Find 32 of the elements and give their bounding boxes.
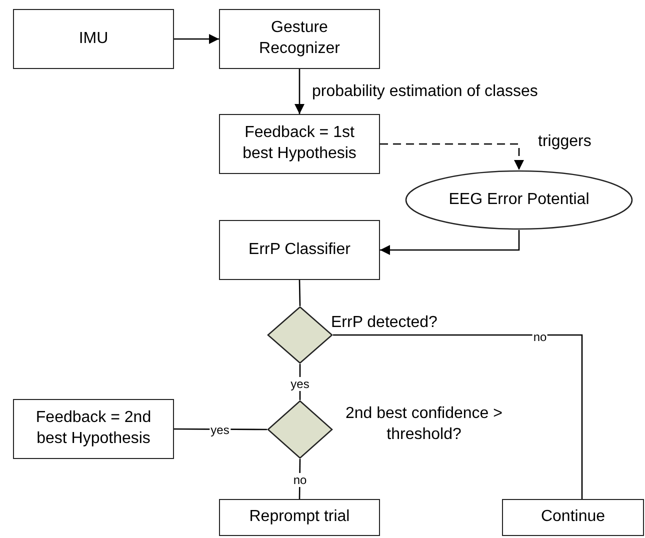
arrow: [380, 230, 520, 255]
process-box: [13, 9, 174, 69]
arrow: [380, 143, 524, 170]
node-label: Feedback = 1st best Hypothesis: [242, 123, 358, 164]
connector-line: [299, 364, 301, 400]
decision-question: 2nd best confidence > threshold?: [345, 404, 503, 445]
ellipse-node: [405, 170, 633, 230]
decision-diamond: [267, 306, 333, 364]
process-box: [13, 399, 174, 459]
node-label: EEG Error Potential: [448, 190, 590, 210]
edge-label: no: [292, 473, 308, 487]
process-box: [219, 499, 380, 536]
node-label: Reprompt trial: [249, 507, 350, 528]
arrow: [294, 69, 304, 114]
connector-line: [298, 459, 301, 499]
edge-label: probability estimation of classes: [312, 83, 538, 101]
node-label: Continue: [540, 507, 606, 528]
process-box: [219, 9, 380, 69]
node-label: ErrP Classifier: [248, 240, 350, 260]
connector-line: [333, 334, 583, 499]
process-box: [502, 499, 644, 536]
arrow: [174, 34, 219, 44]
node-label: Feedback = 2nd best Hypothesis: [34, 408, 152, 449]
connector-line: [298, 280, 301, 306]
edge-label: yes: [290, 377, 310, 391]
decision-diamond: [267, 400, 333, 459]
edge-label: triggers: [538, 133, 592, 151]
process-box: [219, 114, 380, 174]
process-box: [219, 220, 380, 280]
node-label: IMU: [78, 28, 108, 49]
node-label: Gesture Recognizer: [258, 18, 341, 59]
decision-question: ErrP detected?: [331, 313, 438, 333]
